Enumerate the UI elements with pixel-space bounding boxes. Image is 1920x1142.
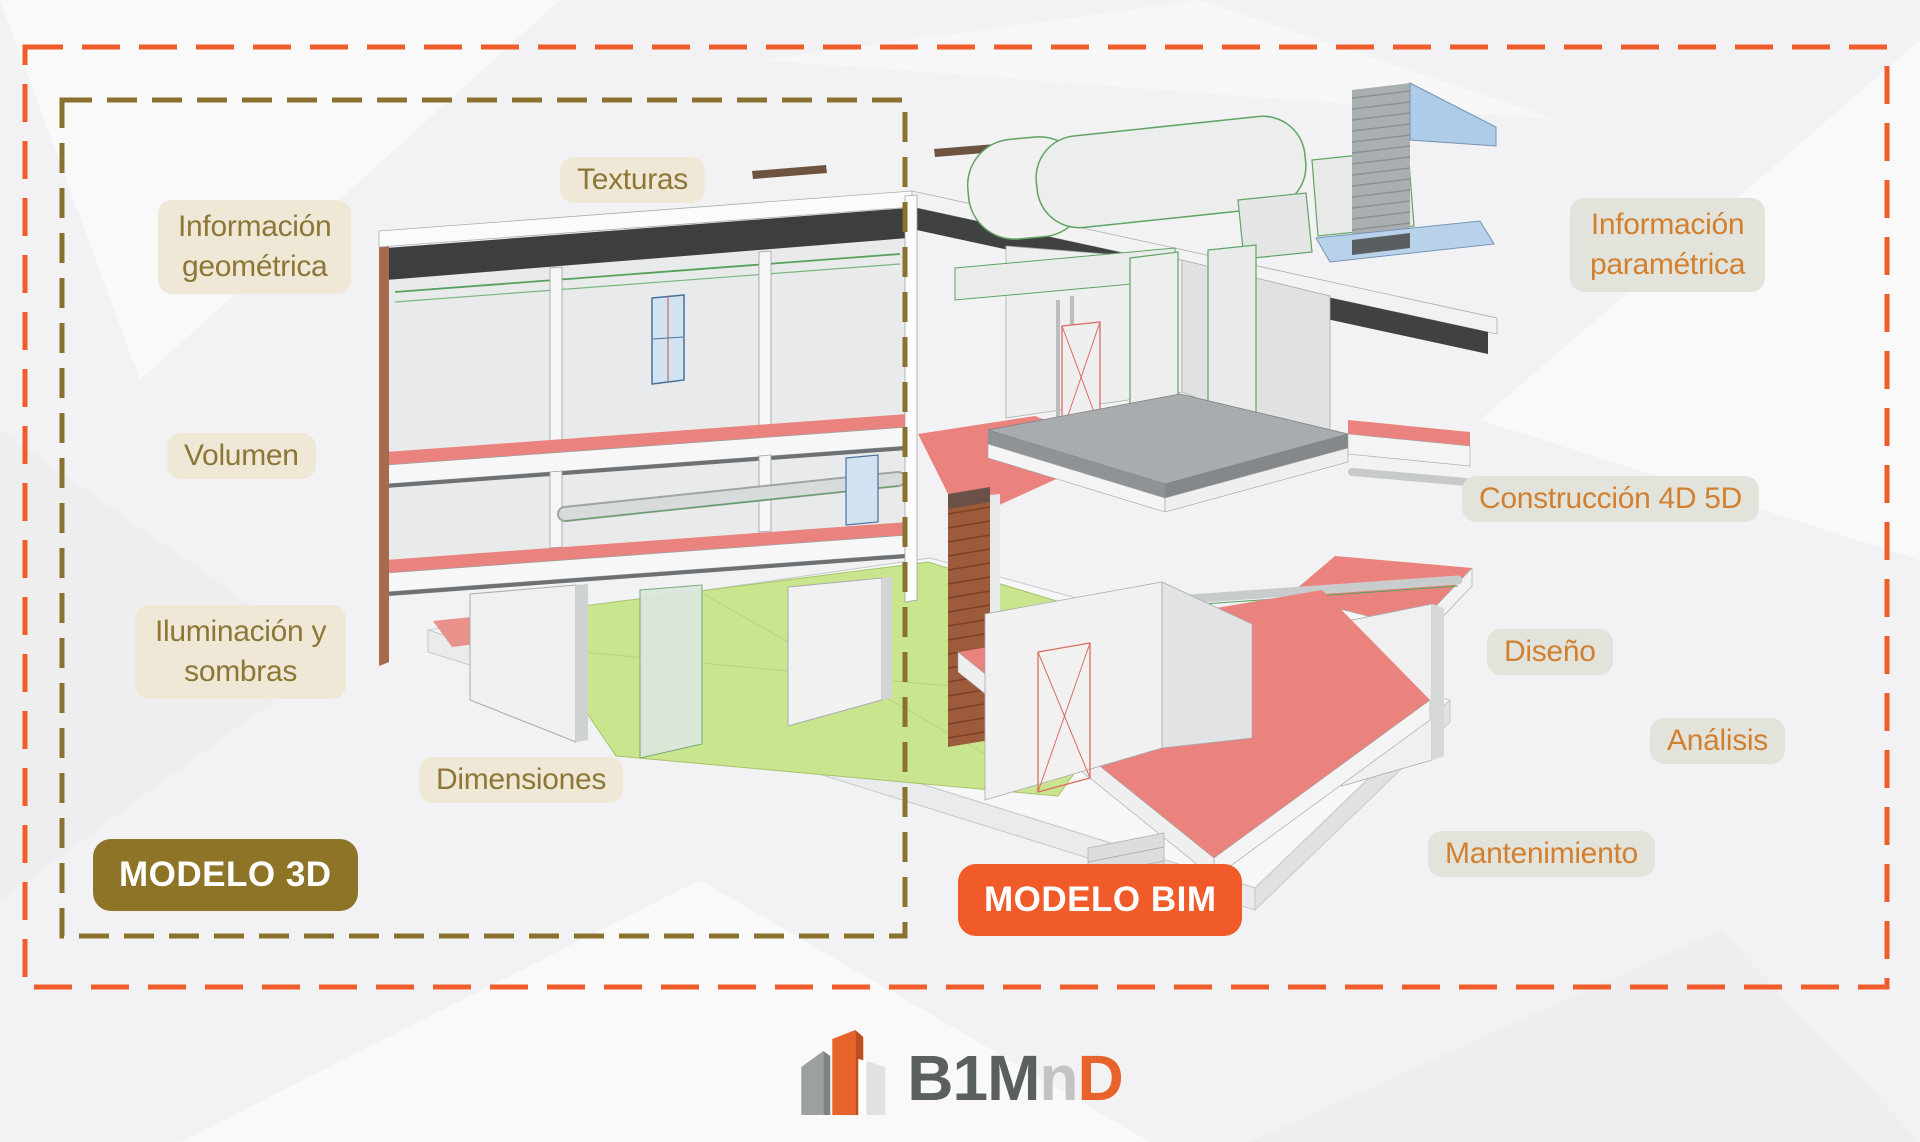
modelo-bim-frame bbox=[22, 44, 1890, 990]
label-diseno: Diseño bbox=[1487, 629, 1613, 675]
buildings-icon bbox=[801, 1030, 886, 1115]
rooftop-hvac bbox=[966, 82, 1497, 263]
modelo-bim-badge: MODELO BIM bbox=[958, 864, 1243, 936]
label-construccion-4d-5d: Construcción 4D 5D bbox=[1462, 476, 1760, 522]
modelo-3d-frame bbox=[59, 97, 908, 939]
label-volumen: Volumen bbox=[167, 433, 316, 479]
label-informacion-geometrica: Información geométrica bbox=[158, 200, 352, 294]
label-mantenimiento: Mantenimiento bbox=[1428, 831, 1655, 877]
right-wing bbox=[904, 194, 1473, 918]
label-iluminacion-sombras: Iluminación y sombras bbox=[135, 605, 347, 699]
label-analisis: Análisis bbox=[1650, 718, 1785, 764]
bimnd-logo: B1MnD bbox=[797, 1025, 1124, 1117]
label-informacion-parametrica: Información paramétrica bbox=[1570, 198, 1766, 292]
section-face bbox=[379, 208, 909, 666]
label-dimensiones: Dimensiones bbox=[419, 757, 624, 803]
bimnd-wordmark: B1MnD bbox=[907, 1042, 1123, 1114]
label-texturas: Texturas bbox=[560, 157, 705, 203]
modelo-3d-badge: MODELO 3D bbox=[93, 839, 358, 911]
